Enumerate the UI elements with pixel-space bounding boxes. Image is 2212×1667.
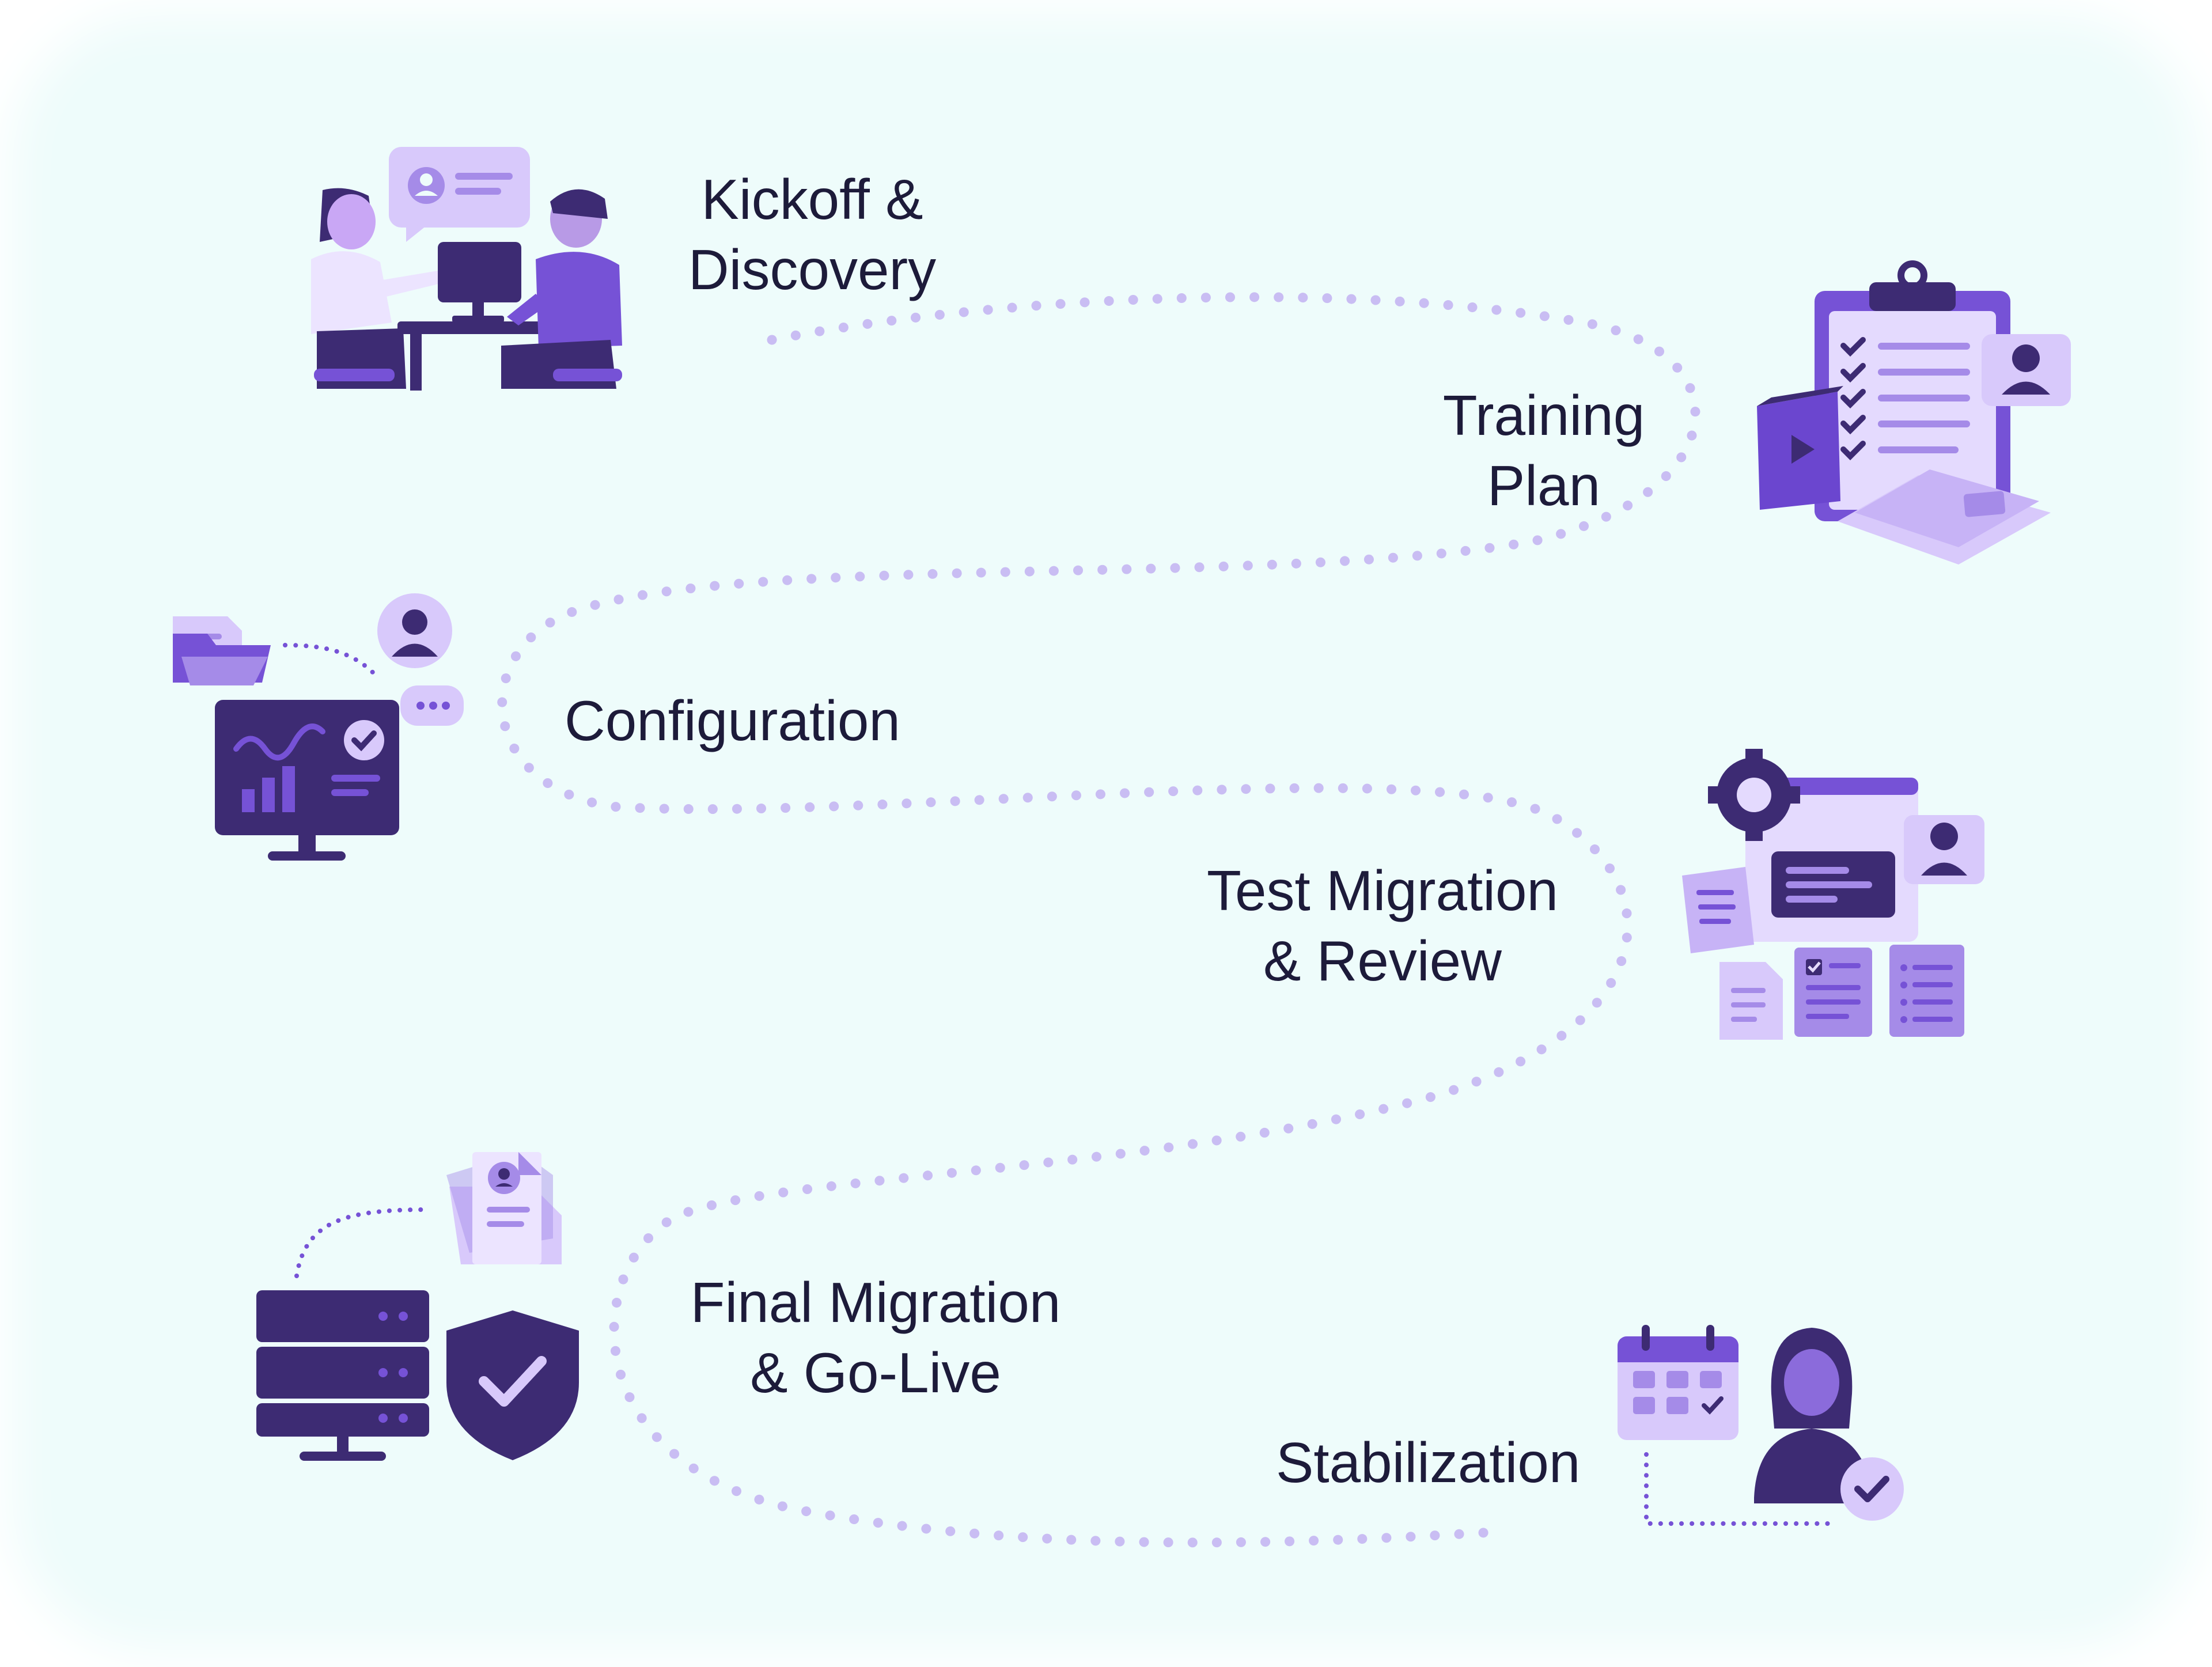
meeting-icon bbox=[311, 147, 622, 391]
step-label-stabilization: Stabilization bbox=[1276, 1431, 1581, 1494]
step-label-training: Training Plan bbox=[1442, 384, 1645, 517]
settings-window-icon bbox=[1682, 749, 1984, 1040]
dashboard-monitor-icon bbox=[173, 593, 464, 861]
step-label-test-migration: Test Migration & Review bbox=[1206, 859, 1558, 992]
dotted-path bbox=[497, 292, 1700, 1548]
clipboard-icon bbox=[1757, 260, 2071, 564]
step-label-configuration: Configuration bbox=[565, 689, 900, 752]
step-label-kickoff: Kickoff & Discovery bbox=[688, 168, 937, 301]
user-check-icon bbox=[1618, 1325, 1904, 1526]
step-label-final-migration: Final Migration & Go-Live bbox=[690, 1271, 1061, 1404]
server-shield-icon bbox=[256, 1152, 579, 1461]
